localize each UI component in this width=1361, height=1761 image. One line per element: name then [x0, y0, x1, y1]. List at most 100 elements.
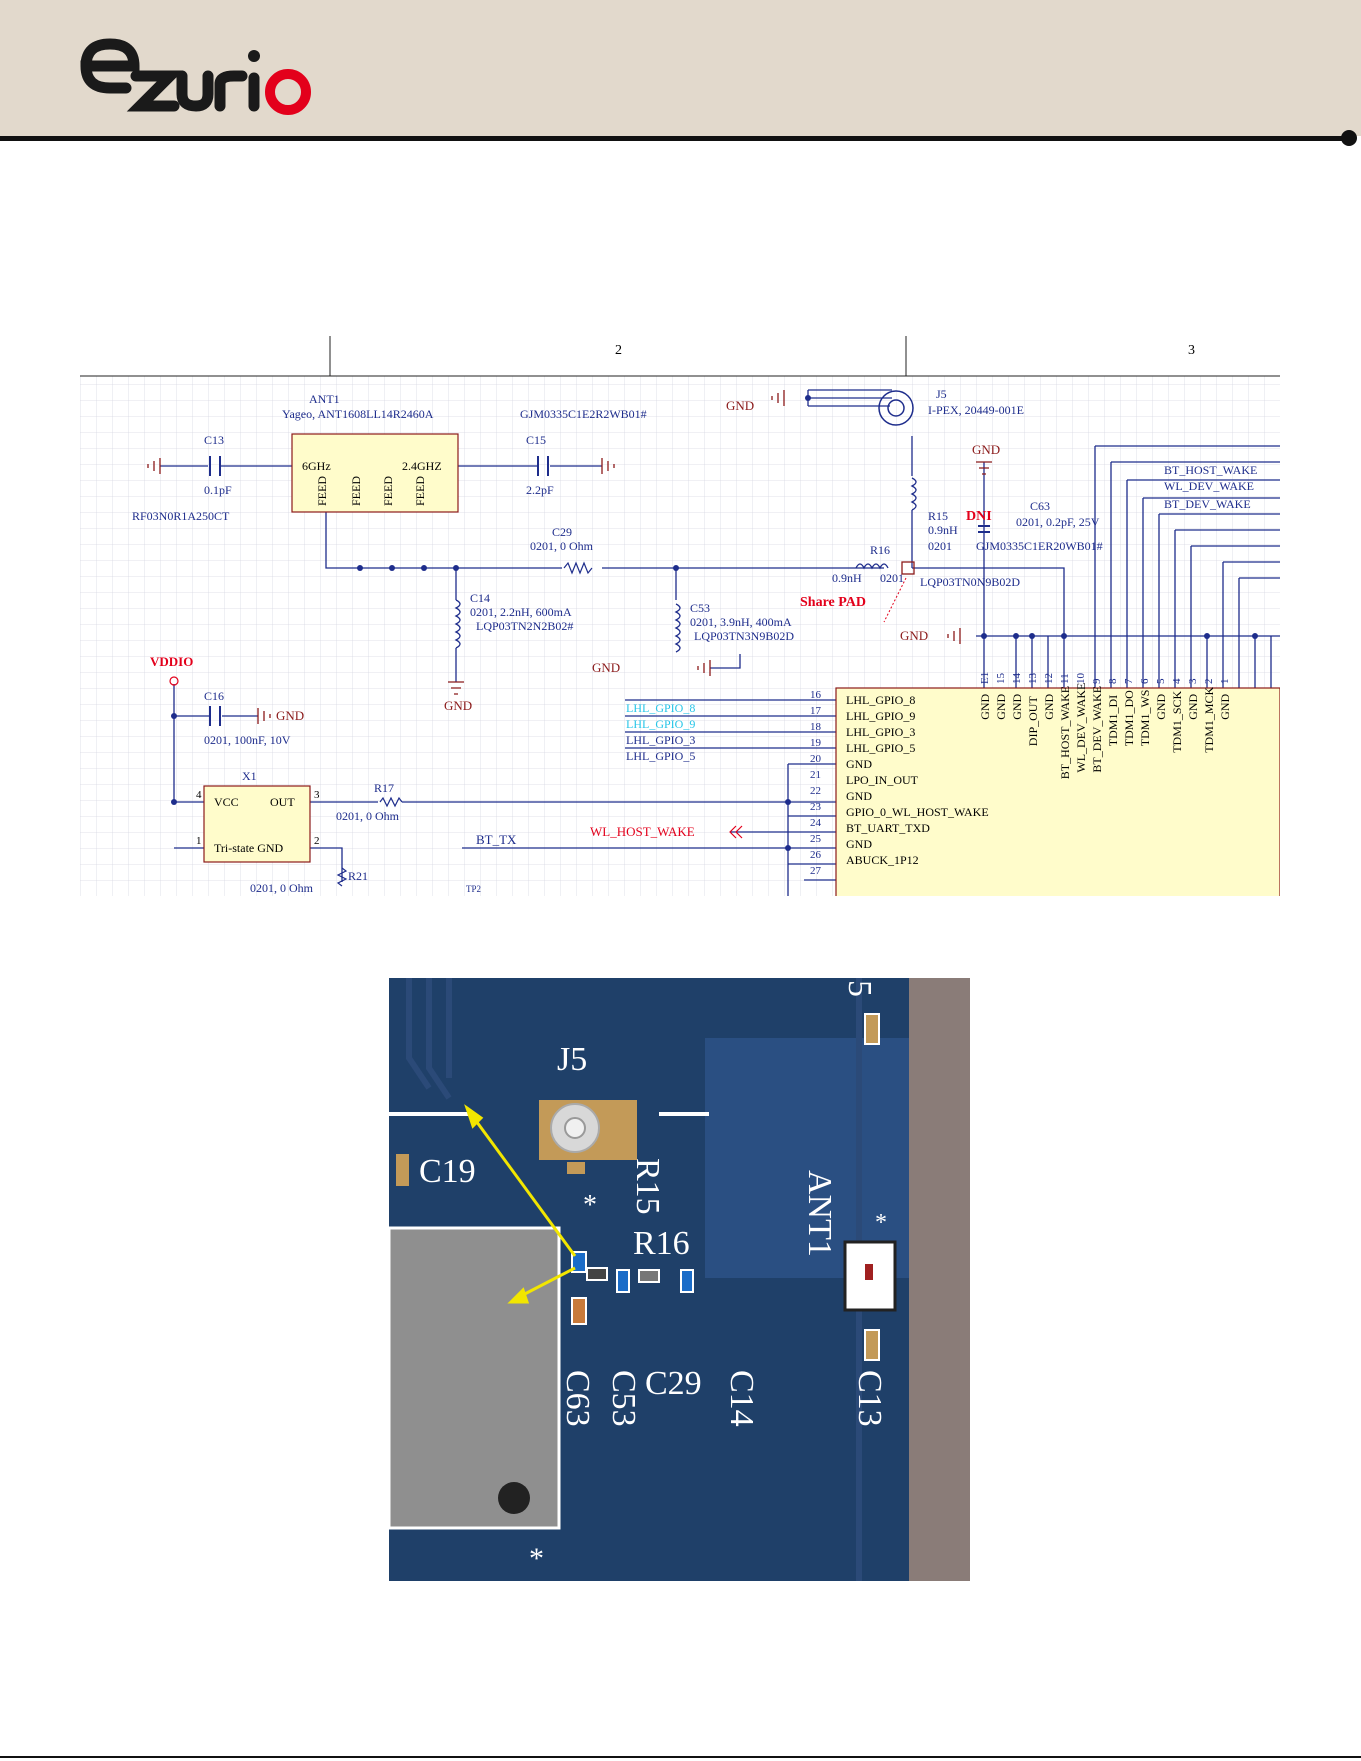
module-pin-name: GND	[978, 693, 992, 719]
gnd-label: GND	[900, 628, 928, 643]
module-pin-number: 27	[810, 865, 822, 877]
net-label-bt-dev-wake: BT_DEV_WAKE	[1164, 497, 1251, 511]
gnd-label: GND	[592, 660, 620, 675]
module-pin-name: LHL_GPIO_8	[846, 693, 915, 707]
module-pin-name: GPIO_0_WL_HOST_WAKE	[846, 805, 989, 819]
module-pin-number: 14	[1011, 673, 1023, 685]
x1-pin-label: VCC	[214, 795, 239, 809]
pcb-layout-photo: J5 C19 R15 R16 ANT1 C63 C53 C29 C14 C13 …	[389, 978, 970, 1581]
ant1-feed-label: FEED	[381, 476, 395, 506]
module-pin-number: 13	[1027, 673, 1039, 685]
module-pin-number: 26	[810, 849, 822, 861]
module-pin-name: GND	[846, 837, 872, 851]
r15-inductor	[910, 477, 917, 511]
c15-ref: C15	[526, 433, 546, 447]
module-pin-name: GND	[1042, 693, 1056, 719]
silk-c53: C53	[605, 1370, 642, 1427]
c53-inductor	[674, 603, 681, 653]
module-pin-name: TDM1_WS	[1138, 690, 1152, 747]
module-pin-number: 19	[810, 737, 822, 749]
r17-ref: R17	[374, 781, 394, 795]
module-symbol	[835, 687, 1280, 896]
j5-connector	[878, 390, 914, 426]
module-pin-name: GND	[1010, 693, 1024, 719]
share-pad-label: Share PAD	[800, 595, 866, 610]
module-pin-name: TDM1_DI	[1106, 695, 1120, 746]
module-pin-name: GND	[1154, 693, 1168, 719]
module-pin-name: TDM1_SCK	[1170, 690, 1184, 752]
silk-r15: R15	[629, 1158, 666, 1215]
module-pin-name: WL_DEV_WAKE	[1074, 683, 1088, 773]
ant1-feed-label: FEED	[315, 476, 329, 506]
module-pin-name: LHL_GPIO_5	[846, 741, 915, 755]
module-pin-name: BT_HOST_WAKE	[1058, 686, 1072, 779]
module-pin-number: 6	[1139, 678, 1151, 684]
ant1-ref: ANT1	[309, 392, 340, 406]
module-pin-name: LHL_GPIO_9	[846, 709, 915, 723]
net-label-wl-dev-wake: WL_DEV_WAKE	[1164, 479, 1254, 493]
ant1-feed-label: FEED	[413, 476, 427, 506]
module-pin-name: TDM1_DO	[1122, 690, 1136, 746]
footer-rule	[0, 1756, 1361, 1758]
r17-value: 0201, 0 Ohm	[336, 809, 400, 823]
x1-pin-label: OUT	[270, 795, 295, 809]
c15-part: GJM0335C1E2R2WB01#	[520, 407, 647, 421]
module-shield	[389, 1226, 561, 1530]
tp2-label: TP2	[466, 884, 481, 894]
module-pin-number: 5	[1155, 678, 1167, 684]
module-pin-number: E1	[979, 672, 991, 684]
c13-ref: C13	[204, 433, 224, 447]
net-label-gpio: LHL_GPIO_3	[626, 733, 695, 747]
r16-part: LQP03TN0N9B02D	[920, 575, 1020, 589]
c53-value: 0201, 3.9nH, 400mA	[690, 615, 792, 629]
svg-text:4: 4	[196, 789, 202, 801]
net-label-bt-tx: BT_TX	[476, 832, 517, 847]
svg-text:*: *	[875, 1210, 887, 1236]
silk-ant1: ANT1	[801, 1170, 838, 1257]
vddio-label: VDDIO	[150, 654, 193, 669]
j5-ref: J5	[936, 387, 947, 401]
ant1-symbol	[291, 433, 459, 513]
share-pad-marker	[901, 561, 915, 575]
module-pin-number: 25	[810, 833, 822, 845]
r15-ref: R15	[928, 509, 948, 523]
grid-zone-label: 2	[615, 343, 622, 358]
gnd-label: GND	[276, 708, 304, 723]
silk-c5-partial: 5	[841, 980, 878, 997]
c15-value: 2.2pF	[526, 483, 554, 497]
x1-symbol	[203, 785, 311, 863]
c14-inductor	[454, 599, 461, 649]
svg-text:2: 2	[314, 835, 320, 847]
ant1-part: Yageo, ANT1608LL14R2460A	[282, 407, 434, 421]
c13-part: RF03N0R1A250CT	[132, 509, 230, 523]
header-rule-end-dot	[1341, 130, 1357, 146]
module-pin-number: 21	[810, 769, 821, 781]
module-pin-number: 8	[1107, 678, 1119, 684]
module-pin-name: GND	[846, 757, 872, 771]
silk-c14: C14	[723, 1370, 760, 1427]
ant1-pin-label: 2.4GHZ	[402, 459, 442, 473]
x1-ref: X1	[242, 769, 257, 783]
c14-value: 0201, 2.2nH, 600mA	[470, 605, 572, 619]
module-pin-number: 11	[1059, 673, 1071, 684]
c63-value: 0201, 0.2pF, 25V	[1016, 515, 1100, 529]
module-pin-name: BT_UART_TXD	[846, 821, 930, 835]
r15-value: 0.9nH	[928, 523, 958, 537]
silk-j5: J5	[557, 1041, 587, 1078]
module-pin-name: TDM1_MCK	[1202, 686, 1216, 752]
c63-part: GJM0335C1ER20WB01#	[976, 539, 1103, 553]
module-pin-number: 20	[810, 753, 822, 765]
header-rule	[0, 136, 1351, 141]
module-pin-name: GND	[1186, 693, 1200, 719]
gnd-label: GND	[972, 442, 1000, 457]
c16-value: 0201, 100nF, 10V	[204, 733, 291, 747]
x1-pin-label: Tri-state GND	[214, 841, 284, 855]
module-pin-number: 4	[1171, 678, 1183, 684]
module-pin-number: 1	[1219, 679, 1231, 685]
r16-value: 0.9nH	[832, 571, 862, 585]
module-pin-number: 16	[810, 689, 822, 701]
module-pin-name: BT_DEV_WAKE	[1090, 686, 1104, 773]
ezurio-logo	[80, 38, 311, 115]
module-pin-number: 23	[810, 801, 822, 813]
r16-ref: R16	[870, 543, 890, 557]
